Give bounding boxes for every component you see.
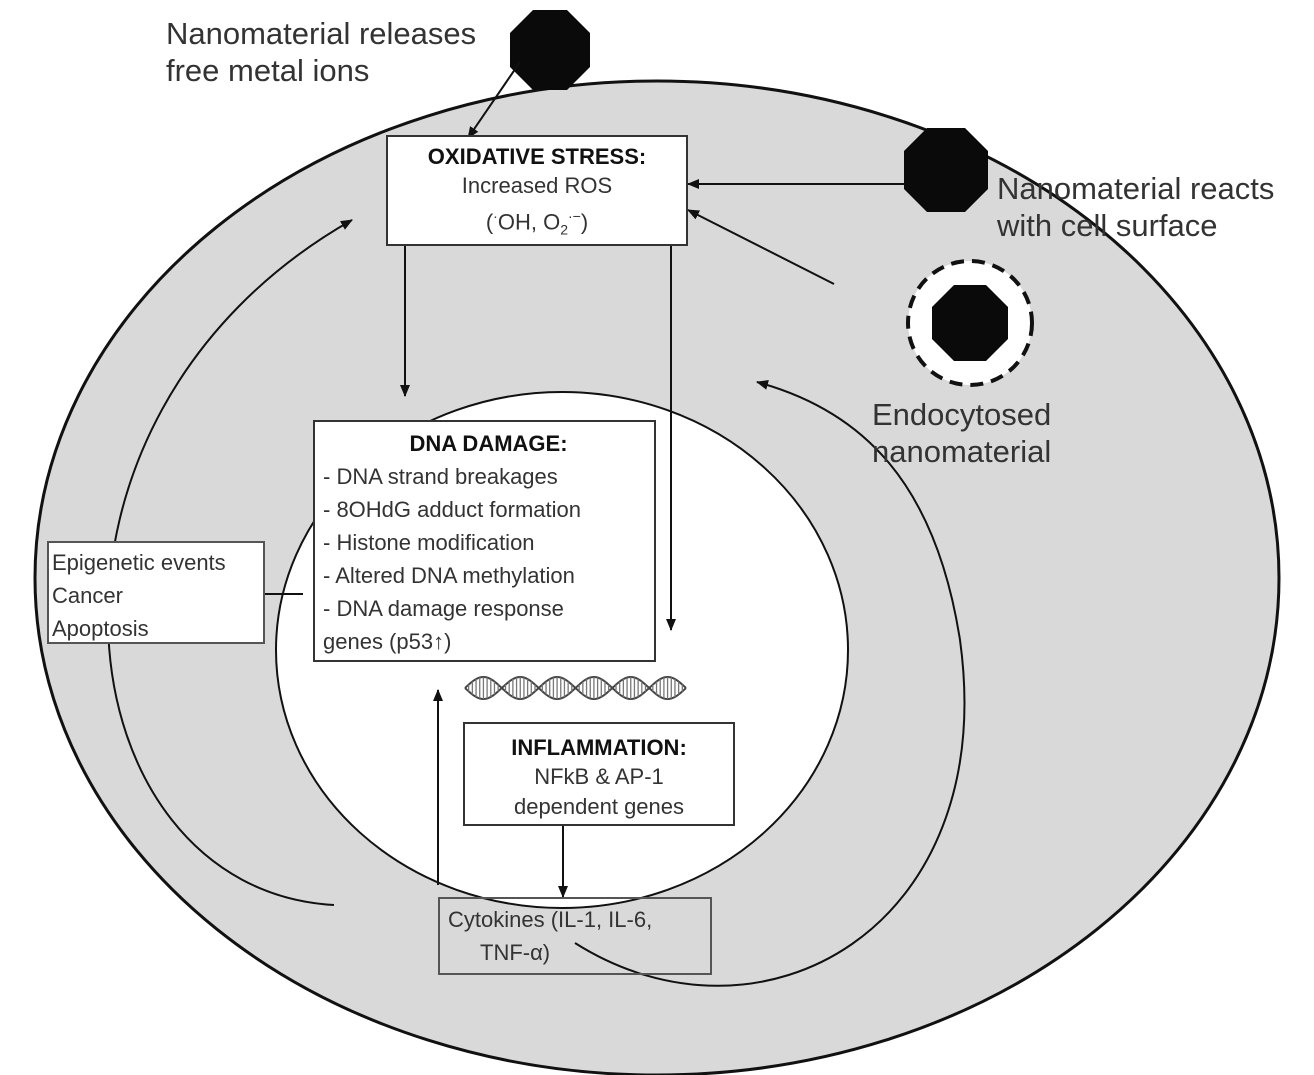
inflammation-title: INFLAMMATION:: [511, 735, 687, 760]
dna-damage-box: DNA DAMAGE: - DNA strand breakages - 8OH…: [313, 420, 656, 662]
oxidative-line-species: (·OH, O2·−): [485, 208, 589, 238]
oxidative-line-ros: Increased ROS: [461, 173, 613, 198]
arrow-right-feedback-loop: [574, 380, 966, 987]
nanoparticle-surface-icon: [904, 128, 988, 212]
label-releases-ions: Nanomaterial releases free metal ions: [166, 16, 477, 88]
cytokines-box: Cytokines (IL-1, IL-6, TNF-α): [438, 897, 712, 975]
dna-damage-item: - Altered DNA methylation: [323, 563, 575, 588]
inflammation-line-genes: dependent genes: [513, 794, 685, 819]
cytokines-line-1: Cytokines (IL-1, IL-6,: [448, 907, 653, 932]
dna-damage-item: - 8OHdG adduct formation: [323, 497, 582, 522]
dna-helix-icon: [464, 675, 687, 701]
dna-damage-item: - DNA strand breakages: [323, 464, 558, 489]
oxidative-stress-box: OXIDATIVE STRESS: Increased ROS (·OH, O2…: [386, 135, 688, 246]
inflammation-line-nfkb: NFkB & AP-1: [534, 764, 664, 789]
label-reacts-surface: Nanomaterial reacts with cell surface: [997, 171, 1275, 243]
dna-damage-item: - Histone modification: [323, 530, 535, 555]
outcome-epigenetic: Epigenetic events: [52, 550, 226, 575]
oxidative-stress-title: OXIDATIVE STRESS:: [427, 144, 647, 169]
arrow-ions-to-oxidative: [467, 61, 521, 139]
dna-damage-title: DNA DAMAGE:: [409, 431, 568, 456]
inflammation-box: INFLAMMATION: NFkB & AP-1 dependent gene…: [463, 722, 735, 826]
outcome-cancer: Cancer: [52, 583, 123, 608]
nanoparticle-endocytosed-icon: [932, 285, 1008, 361]
label-endocytosed: Endocytosed nanomaterial: [872, 397, 1052, 469]
outcome-apoptosis: Apoptosis: [52, 616, 149, 641]
nanoparticle-top-icon: [510, 10, 590, 90]
outcomes-box: Epigenetic events Cancer Apoptosis: [47, 541, 265, 644]
arrow-endocytosed-to-oxidative: [687, 209, 835, 285]
cytokines-line-2: TNF-α): [480, 940, 551, 965]
dna-damage-item: genes (p53↑): [323, 629, 452, 654]
dna-damage-item: - DNA damage response: [323, 596, 564, 621]
